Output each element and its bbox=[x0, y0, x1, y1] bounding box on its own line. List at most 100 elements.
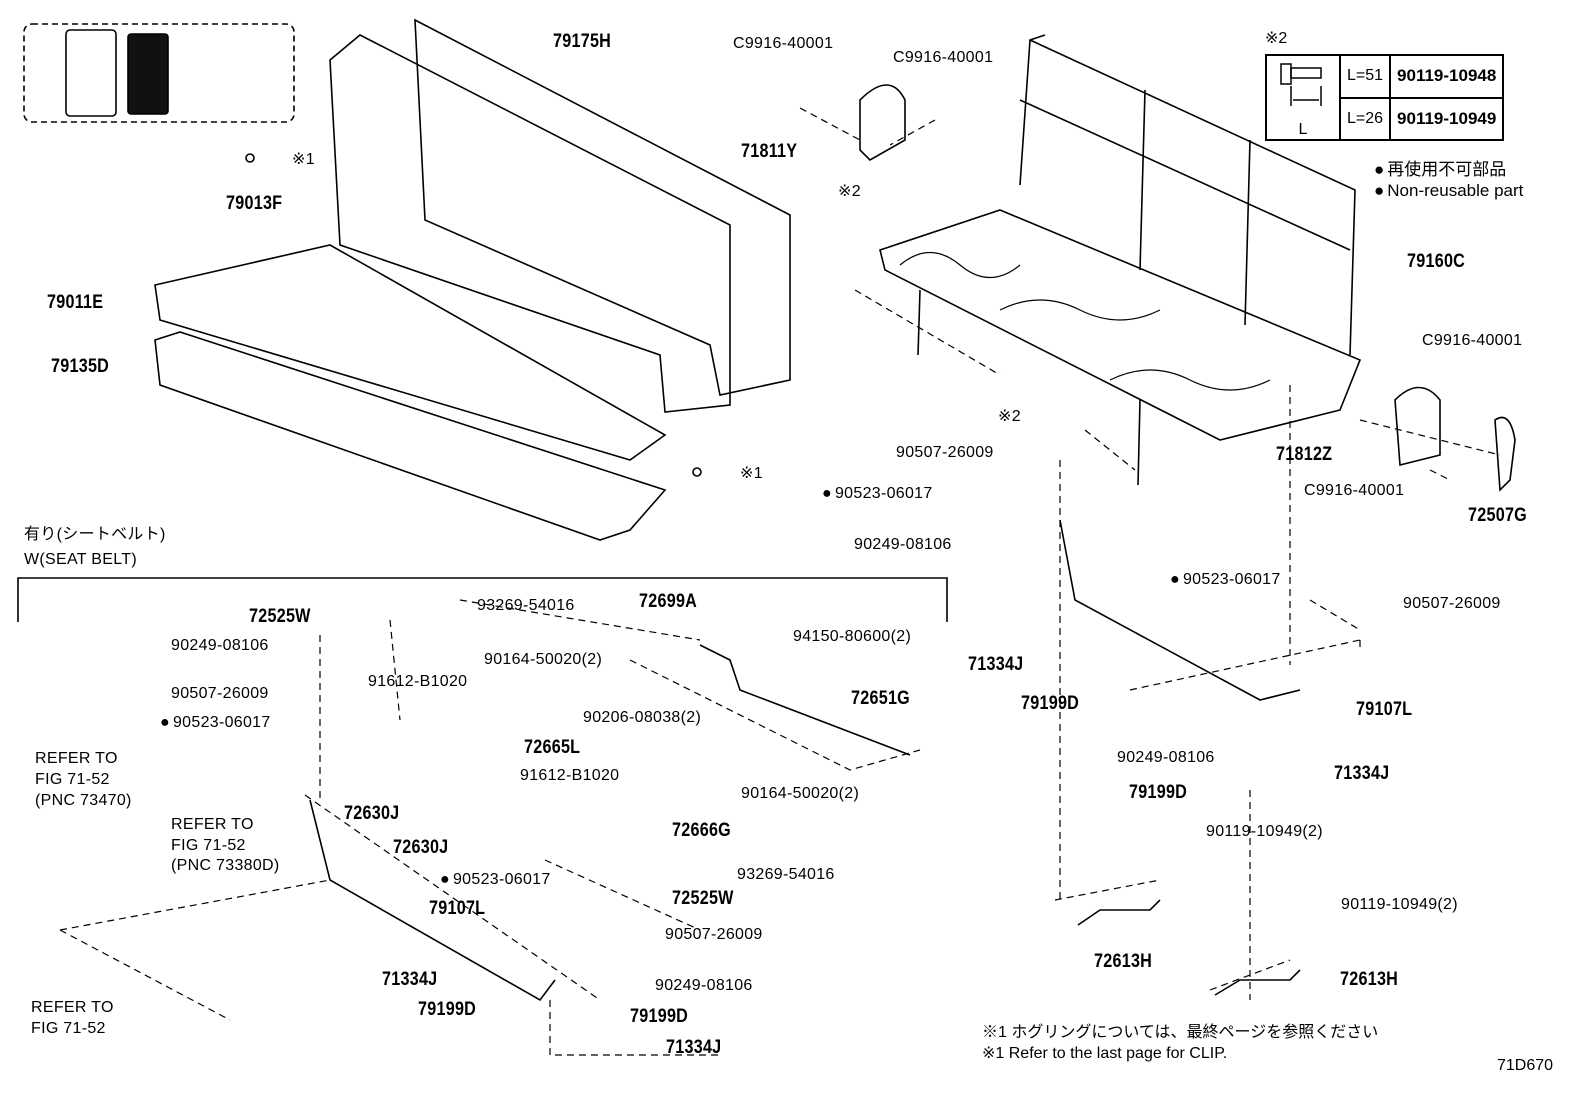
part-label: 79199D bbox=[418, 999, 477, 1020]
seat-belt-section-border bbox=[17, 577, 948, 622]
part-label: 有り(シートベルト) bbox=[24, 526, 166, 543]
part-label: FIG 71-52 bbox=[31, 1020, 106, 1037]
part-label: 90249-08106 bbox=[854, 536, 952, 553]
part-label: 91612-B1020 bbox=[368, 673, 468, 690]
spec-part: 90119-10948 bbox=[1389, 54, 1505, 99]
part-label: 71334J bbox=[1334, 763, 1390, 784]
bolt-icon-cell: L bbox=[1265, 54, 1341, 141]
part-label: 93269-54016 bbox=[477, 597, 575, 614]
part-label: 90523-06017 bbox=[160, 714, 271, 732]
part-label: 79199D bbox=[630, 1006, 689, 1027]
part-label: C9916-40001 bbox=[893, 49, 994, 66]
part-label: C9916-40001 bbox=[733, 35, 834, 52]
bolt-spec-table: L L=51 90119-10948 L=26 90119-10949 bbox=[1265, 54, 1505, 141]
hinge-cover-71811Y bbox=[859, 84, 906, 161]
part-label: REFER TO bbox=[31, 999, 114, 1016]
part-label: 90523-06017 bbox=[440, 871, 551, 889]
part-label: REFER TO bbox=[171, 816, 254, 833]
part-label: 79199D bbox=[1021, 693, 1080, 714]
spec-length: L=51 bbox=[1338, 54, 1392, 99]
part-label: 72666G bbox=[672, 820, 732, 841]
part-label: 72613H bbox=[1094, 951, 1153, 972]
part-label: ※1 bbox=[740, 465, 763, 482]
part-label: 79107L bbox=[1356, 699, 1413, 720]
part-label: 72630J bbox=[344, 803, 400, 824]
part-label: 79175H bbox=[553, 31, 612, 52]
part-label: (PNC 73380D) bbox=[171, 857, 280, 874]
part-label: ※2 bbox=[838, 183, 861, 200]
part-label: 71334J bbox=[666, 1037, 722, 1058]
seatback-cushion-front bbox=[329, 34, 731, 413]
part-label: 90507-26009 bbox=[171, 685, 269, 702]
bracket-72613H-1 bbox=[1077, 899, 1161, 926]
seat-cushion-upper bbox=[154, 244, 667, 461]
part-label: 79107L bbox=[429, 898, 486, 919]
part-label: 72613H bbox=[1340, 969, 1399, 990]
bolt-icon bbox=[1280, 63, 1322, 106]
part-label: C9916-40001 bbox=[1304, 482, 1405, 499]
part-label: 71812Z bbox=[1276, 444, 1333, 465]
cable-72651G bbox=[699, 644, 911, 756]
bracket-72613H-2 bbox=[1214, 969, 1301, 996]
part-label: W(SEAT BELT) bbox=[24, 551, 137, 568]
lever-72507G bbox=[1494, 416, 1516, 492]
seatback-cushion-rear bbox=[414, 18, 791, 396]
spec-part: 90119-10949 bbox=[1389, 96, 1505, 141]
part-label: 72507G bbox=[1468, 505, 1528, 526]
legend-jp: 再使用不可部品 bbox=[1374, 155, 1506, 180]
part-label: 72525W bbox=[249, 606, 311, 627]
part-label: 90206-08038(2) bbox=[583, 709, 702, 726]
part-label: 90249-08106 bbox=[1117, 749, 1215, 766]
seat-icon bbox=[65, 29, 117, 117]
part-label: 90507-26009 bbox=[896, 444, 994, 461]
part-label: 94150-80600(2) bbox=[793, 628, 912, 645]
part-label: 71334J bbox=[968, 654, 1024, 675]
part-label: 90507-26009 bbox=[665, 926, 763, 943]
part-label: (PNC 73470) bbox=[35, 792, 132, 809]
part-label: C9916-40001 bbox=[1422, 332, 1523, 349]
part-label: 79135D bbox=[51, 356, 110, 377]
figure-code: 71D670 bbox=[1497, 1057, 1554, 1074]
dimension-label: L bbox=[1298, 121, 1308, 138]
seat-icon-selected bbox=[127, 33, 169, 115]
spec-marker: ※2 bbox=[1265, 30, 1288, 47]
part-label: 71811Y bbox=[741, 141, 798, 162]
part-label: 90119-10949(2) bbox=[1206, 823, 1323, 840]
part-label: REFER TO bbox=[35, 750, 118, 767]
part-label: 79013F bbox=[226, 193, 283, 214]
part-label: 90249-08106 bbox=[171, 637, 269, 654]
part-label: 90523-06017 bbox=[822, 485, 933, 503]
part-label: 72525W bbox=[672, 888, 734, 909]
part-label: 90119-10949(2) bbox=[1341, 896, 1458, 913]
legend-en: Non-reusable part bbox=[1374, 181, 1523, 201]
part-label: 90164-50020(2) bbox=[741, 785, 860, 802]
part-label: 72699A bbox=[639, 591, 698, 612]
rod-79107L-upper bbox=[1059, 519, 1301, 701]
rod-79107L-lower bbox=[309, 799, 556, 1002]
hinge-cover-71812Z bbox=[1394, 386, 1441, 467]
part-label: 90523-06017 bbox=[1170, 571, 1281, 589]
part-label: 91612-B1020 bbox=[520, 767, 620, 784]
part-label: ※1 bbox=[292, 151, 315, 168]
part-label: 79011E bbox=[47, 292, 104, 313]
note-jp: ※1 ホグリングについては、最終ページを参照ください bbox=[982, 1024, 1379, 1041]
spec-length: L=26 bbox=[1338, 96, 1392, 141]
part-label: 72630J bbox=[393, 837, 449, 858]
seat-frame bbox=[879, 34, 1362, 441]
part-label: 90507-26009 bbox=[1403, 595, 1501, 612]
note-en: ※1 Refer to the last page for CLIP. bbox=[982, 1045, 1228, 1062]
part-label: 79199D bbox=[1129, 782, 1188, 803]
part-label: 90249-08106 bbox=[655, 977, 753, 994]
part-label: 90164-50020(2) bbox=[484, 651, 603, 668]
seat-cushion-lower bbox=[154, 331, 667, 541]
part-label: 71334J bbox=[382, 969, 438, 990]
part-label: 72665L bbox=[524, 737, 581, 758]
part-label: FIG 71-52 bbox=[171, 837, 246, 854]
part-label: 72651G bbox=[851, 688, 911, 709]
part-label: ※2 bbox=[998, 408, 1021, 425]
part-label: FIG 71-52 bbox=[35, 771, 110, 788]
part-label: 79160C bbox=[1407, 251, 1466, 272]
part-label: 93269-54016 bbox=[737, 866, 835, 883]
